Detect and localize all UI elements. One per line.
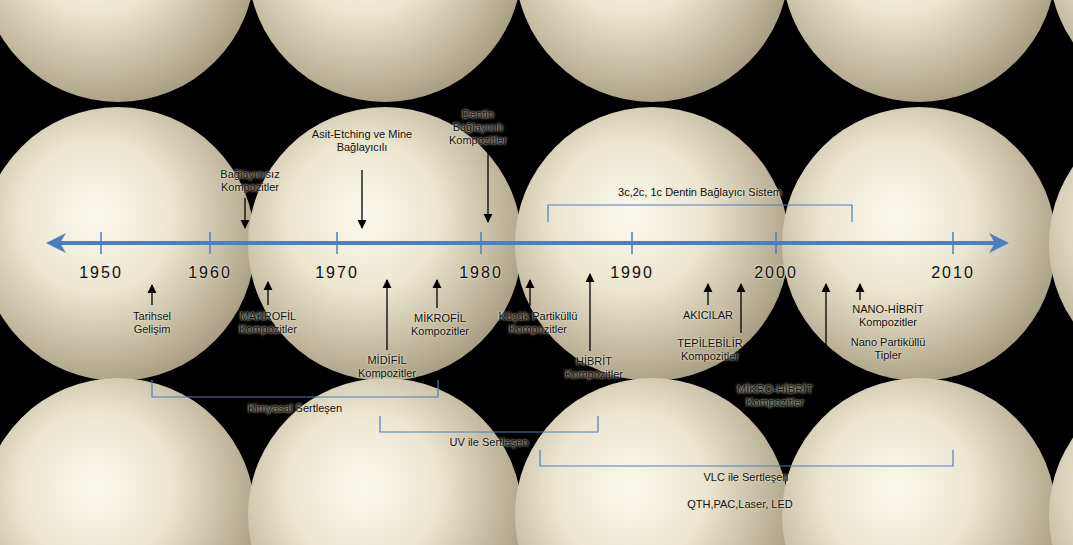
bracket-label: 3c,2c, 1c Dentin Bağlayıcı Sistem bbox=[550, 186, 850, 199]
event-label: MİDİFİL Kompozitler bbox=[347, 354, 427, 380]
bracket-label: Kimyasal Sertleşen bbox=[220, 402, 370, 415]
year: 1950 bbox=[79, 264, 123, 282]
year: 2010 bbox=[931, 264, 975, 282]
sphere bbox=[1049, 107, 1073, 381]
leader-arrows bbox=[152, 150, 860, 378]
bracket-label: VLC ile Sertleşen bbox=[666, 471, 826, 484]
bracket-label: QTH,PAC,Laser, LED bbox=[655, 498, 825, 511]
sphere bbox=[782, 0, 1056, 102]
sphere bbox=[0, 378, 255, 545]
top-label: Dentin Bağlayıcılı Kompozitler bbox=[438, 108, 518, 147]
event-label: HİBRİT Kompozitler bbox=[557, 355, 632, 381]
year: 1960 bbox=[188, 264, 232, 282]
event-label: Tarihsel Gelişim bbox=[117, 310, 187, 336]
top-label: Bağlayıcısız Kompozitler bbox=[205, 168, 295, 194]
event-label: NANO-HİBRİT Kompozitler bbox=[838, 303, 938, 329]
event-label: AKICILAR bbox=[673, 309, 743, 322]
year: 1970 bbox=[315, 264, 359, 282]
sphere bbox=[782, 378, 1056, 545]
bracket-label: UV ile Sertleşen bbox=[414, 436, 564, 449]
sphere bbox=[248, 0, 522, 102]
sphere bbox=[1049, 378, 1073, 545]
year: 1990 bbox=[610, 264, 654, 282]
event-label: MİKRO-HİBRİT Kompozitler bbox=[730, 383, 820, 409]
sphere bbox=[515, 0, 789, 102]
event-label: Nano Partiküllü Tipler bbox=[838, 336, 938, 362]
event-label: MİKROFİL Kompozitler bbox=[400, 312, 480, 338]
event-label: Küçük Partiküllü Kompozitler bbox=[491, 310, 586, 336]
period-brackets bbox=[152, 205, 953, 466]
event-label: MAKROFİL Kompozitler bbox=[228, 310, 308, 336]
year: 1980 bbox=[459, 264, 503, 282]
timeline-axis bbox=[50, 232, 1005, 254]
event-label: TEPİLEBİLİR Kompozitler bbox=[665, 337, 755, 363]
sphere bbox=[1049, 0, 1073, 102]
sphere bbox=[0, 0, 255, 102]
year: 2000 bbox=[754, 264, 798, 282]
top-label: Asit-Etching ve Mine Bağlayıcılı bbox=[302, 128, 422, 154]
